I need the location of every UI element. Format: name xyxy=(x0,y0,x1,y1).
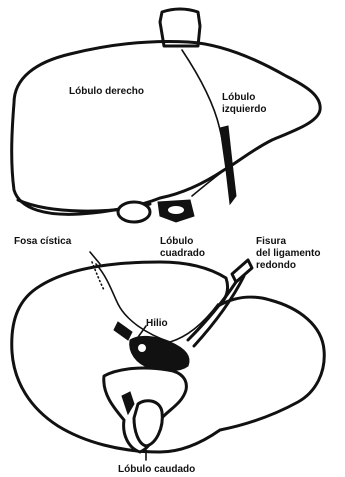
round-ligament-tube-2 xyxy=(194,276,244,346)
label-fisura-line1: Fisura xyxy=(256,236,286,247)
hilum-portal-vein xyxy=(137,343,147,353)
label-lobulo-derecho: Lóbulo derecho xyxy=(69,86,144,97)
liver-visceral-view xyxy=(12,260,325,452)
label-fisura-line2: del ligamento xyxy=(256,248,320,259)
label-lobulo-caudado: Lóbulo caudado xyxy=(118,464,195,475)
label-lobulo-cuadrado-line2: cuadrado xyxy=(160,248,205,259)
ligament-blob-highlight xyxy=(168,206,184,214)
label-lobulo-izquierdo-line2: izquierdo xyxy=(222,104,266,115)
label-hilio: Hilio xyxy=(146,318,168,329)
label-lobulo-izquierdo-line1: Lóbulo xyxy=(222,92,255,103)
vena-cava-lower xyxy=(134,401,162,446)
hilum-structures xyxy=(130,336,189,370)
lobe-line xyxy=(192,172,222,196)
label-fisura-line3: redondo xyxy=(256,260,296,271)
liver-anterior-view xyxy=(12,9,320,222)
label-fosa-cistica: Fosa cística xyxy=(14,236,72,247)
gallbladder-bump xyxy=(118,202,150,222)
label-lobulo-cuadrado-line1: Lóbulo xyxy=(160,236,193,247)
hilum-vessel xyxy=(114,322,132,340)
liver-outline-top xyxy=(12,42,320,215)
